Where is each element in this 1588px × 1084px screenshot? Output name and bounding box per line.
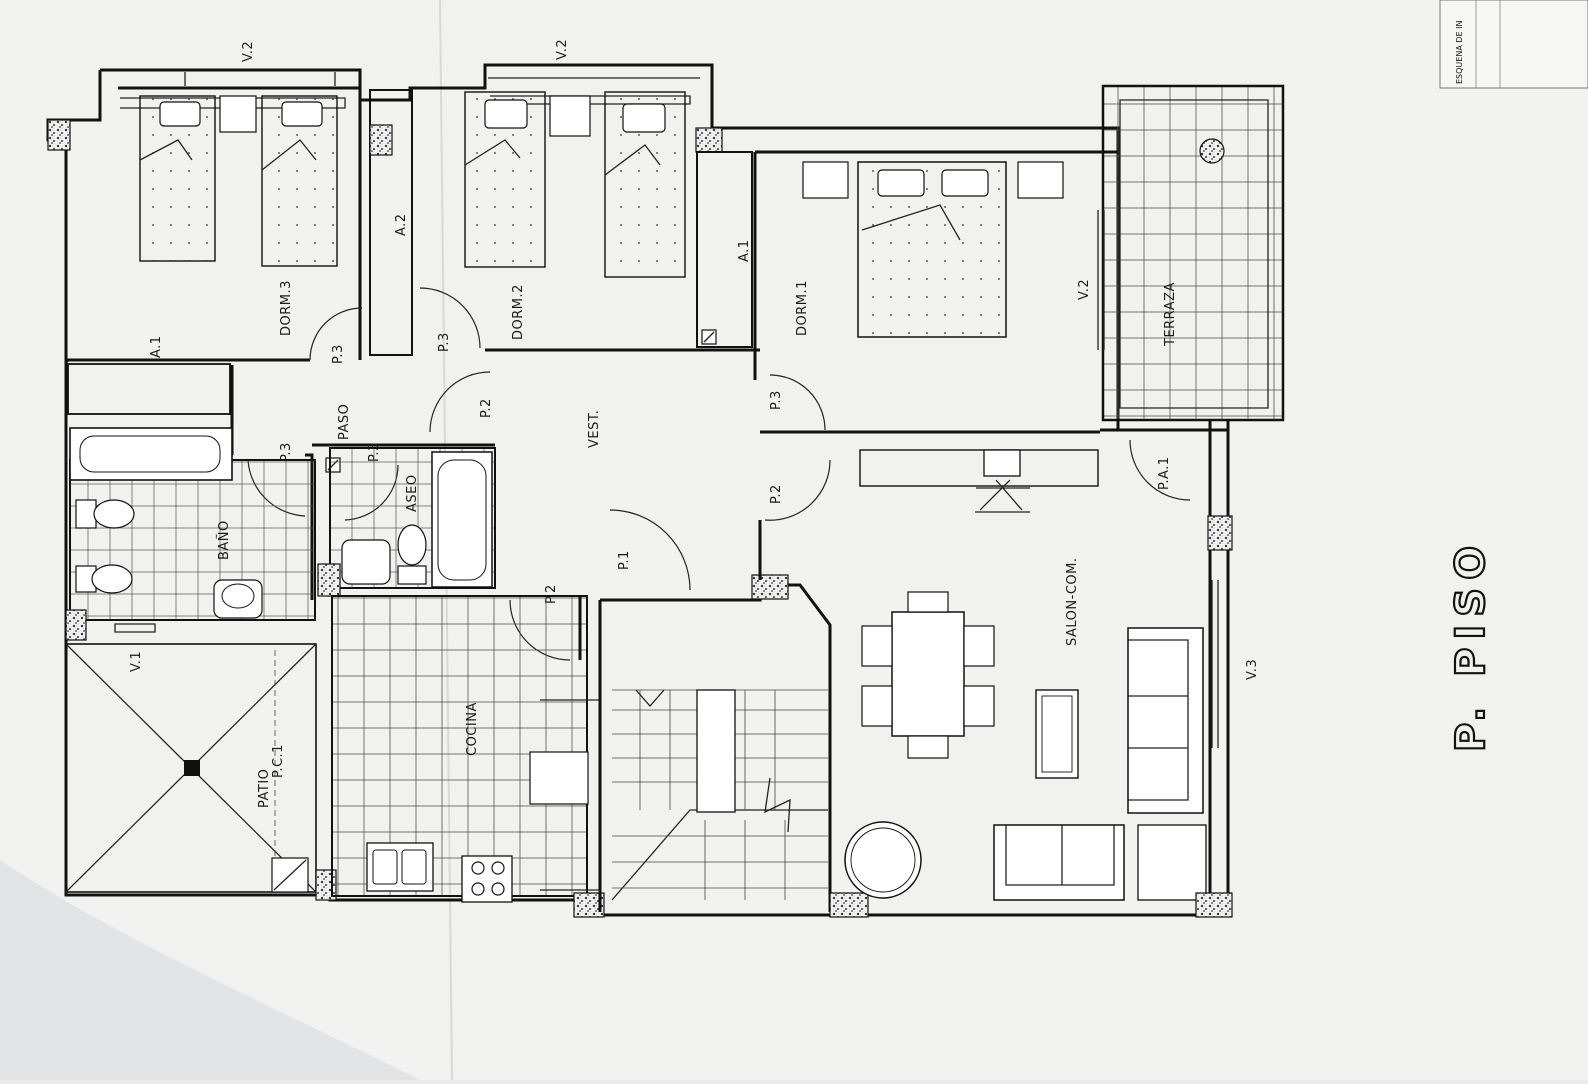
bathtub-aseo	[431, 451, 493, 588]
toilet	[75, 499, 135, 529]
tv-unit	[975, 449, 1030, 513]
room-aseo: ASEO	[317, 447, 496, 597]
wardrobe-label-a2: A.2	[394, 213, 409, 236]
coffee-table	[1035, 689, 1079, 779]
bed-dorm2-b	[604, 91, 686, 278]
door-label-p3-dorm1: P.3	[769, 390, 784, 410]
room-label-aseo: ASEO	[405, 474, 420, 512]
stove-icon	[461, 855, 513, 903]
nightstand	[549, 95, 591, 137]
room-bano: BAÑO	[65, 427, 316, 641]
window-label-v3: V.3	[1245, 659, 1260, 680]
room-label-dorm3: DORM.3	[279, 280, 294, 336]
sofa-short	[993, 824, 1125, 901]
door-label-p2-vest: P.2	[479, 398, 494, 418]
sofa-long	[1127, 627, 1204, 814]
wardrobe-a1-dorm3	[67, 363, 231, 415]
room-label-bano: BAÑO	[216, 520, 232, 560]
bed-dorm2-a	[464, 91, 546, 268]
wardrobe-a2: A.2	[369, 89, 413, 356]
round-table	[844, 821, 922, 899]
bathtub	[69, 427, 233, 481]
drain-icon	[184, 760, 200, 776]
plan-title: P. PISO	[1448, 538, 1494, 752]
nightstand	[802, 161, 849, 199]
room-label-vest: VEST.	[587, 410, 602, 448]
room-dorm1: DORM.1 V.2	[753, 150, 1118, 434]
sideboard	[859, 449, 1099, 487]
title-block: ESQUENA DE IN	[1439, 0, 1588, 89]
sink-aseo	[341, 539, 391, 585]
room-cocina: COCINA	[331, 595, 605, 918]
room-label-paso: PASO	[337, 404, 352, 440]
plant-pot-icon	[1199, 138, 1225, 164]
dining-table	[861, 591, 995, 759]
sink-cocina	[366, 842, 434, 892]
window-label-v2-dorm2: V.2	[555, 39, 570, 60]
bidet	[75, 564, 133, 594]
door-label-p3-dorm2: P.3	[437, 332, 452, 352]
room-label-patio: PATIO	[257, 769, 272, 808]
window-label-v1: V.1	[129, 651, 144, 672]
door-label-pc1: P.C.1	[271, 744, 286, 778]
room-label-salon: SALON-COM.	[1065, 558, 1080, 646]
bed-dorm3-b	[261, 95, 338, 267]
bed-dorm1	[857, 161, 1007, 338]
nightstand	[219, 95, 257, 133]
door-label-pa1: P.A.1	[1157, 456, 1172, 490]
door-label-p3-dorm3: P.3	[331, 344, 346, 364]
room-label-dorm1: DORM.1	[795, 280, 810, 336]
bed-dorm3-a	[139, 95, 216, 262]
room-label-cocina: COCINA	[465, 702, 480, 756]
room-salon: SALON-COM. V.3	[758, 449, 1260, 918]
wardrobe-label-a1-dorm1: A.1	[737, 239, 752, 262]
staircase	[598, 574, 869, 918]
door-label-p2-salon: P.2	[769, 484, 784, 504]
room-dorm3: V.2 DORM.3 A.1	[47, 41, 362, 415]
door-label-p3-bano: P.3	[279, 442, 294, 462]
room-dorm2: V.2 DORM.2	[464, 39, 760, 352]
sink	[213, 579, 263, 619]
window-label-v2-dorm1: V.2	[1077, 279, 1092, 300]
title-block-text: ESQUENA DE IN	[1455, 21, 1464, 84]
wardrobe-label-a1-dorm3: A.1	[149, 335, 164, 358]
room-label-terraza: TERRAZA	[1163, 282, 1178, 347]
toilet-aseo	[397, 524, 427, 585]
armchair	[1137, 824, 1207, 901]
nightstand	[1017, 161, 1064, 199]
door-label-p1: P.1	[617, 550, 632, 570]
window-label-v2-dorm3: V.2	[241, 41, 256, 62]
terraza: TERRAZA	[1101, 84, 1285, 422]
wardrobe-a1-dorm1: A.1	[696, 151, 753, 348]
room-label-dorm2: DORM.2	[511, 284, 526, 340]
